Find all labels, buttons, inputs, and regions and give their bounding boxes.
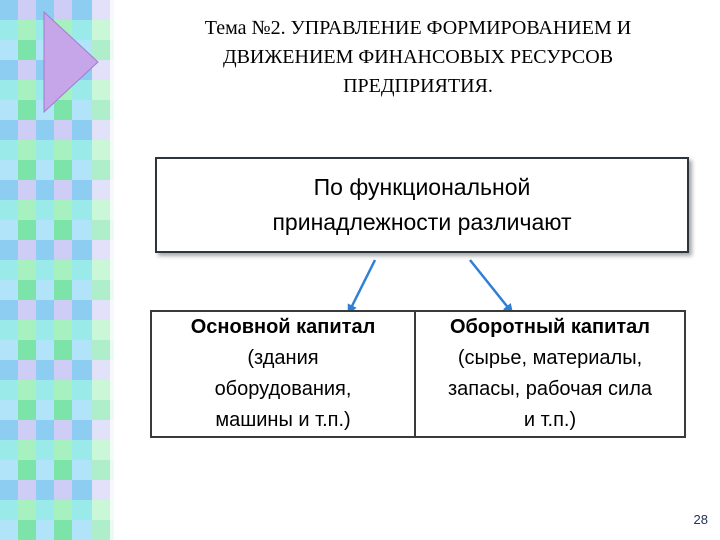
working-capital-line-1: (сырье, материалы,: [457, 347, 643, 369]
fixed-capital-line-3: машины и т.п.): [215, 409, 351, 431]
play-triangle-icon: [43, 10, 99, 114]
arrow-to-fixed-capital: [347, 259, 377, 315]
title-line-3: ПРЕДПРИЯТИЯ.: [343, 75, 493, 97]
working-capital-box: Оборотный капитал (сырье, материалы, зап…: [414, 310, 686, 438]
fixed-capital-line-1: (здания: [247, 347, 319, 369]
arrow-to-working-capital: [469, 259, 514, 314]
classification-line-2: принадлежности различают: [272, 209, 572, 235]
working-capital-heading: Оборотный капитал: [450, 316, 650, 338]
working-capital-line-3: и т.п.): [523, 409, 577, 431]
title-line-2: ДВИЖЕНИЕМ ФИНАНСОВЫХ РЕСУРСОВ: [222, 46, 614, 68]
classification-box: По функциональной принадлежности различа…: [155, 157, 689, 253]
working-capital-line-2: запасы, рабочая сила: [447, 378, 652, 400]
classification-line-1: По функциональной: [313, 174, 531, 200]
title-line-1: Тема №2. УПРАВЛЕНИЕ ФОРМИРОВАНИЕМ И: [204, 17, 632, 39]
page-number: 28: [693, 512, 708, 527]
fixed-capital-box: Основной капитал (здания оборудования, м…: [150, 310, 414, 438]
slide-title: Тема №2. УПРАВЛЕНИЕ ФОРМИРОВАНИЕМ И ДВИЖ…: [140, 14, 696, 101]
fixed-capital-heading: Основной капитал: [190, 316, 376, 338]
decorative-side-strip: [0, 0, 140, 540]
fixed-capital-line-2: оборудования,: [214, 378, 352, 400]
